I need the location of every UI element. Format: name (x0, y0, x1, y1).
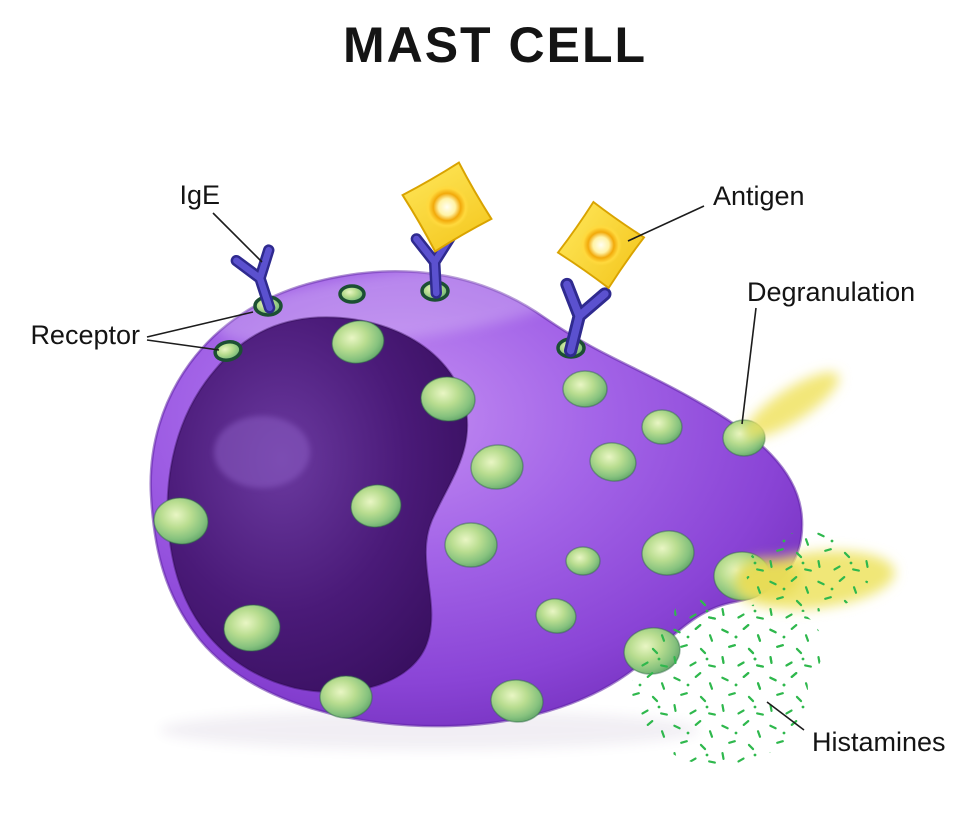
granule (565, 546, 601, 576)
granule (589, 442, 637, 482)
granule (350, 484, 402, 528)
granule (153, 497, 209, 545)
granule (641, 530, 695, 576)
cell-shadow (160, 710, 700, 750)
label-receptor: Receptor (30, 320, 140, 350)
granule (444, 522, 498, 568)
granule (641, 409, 683, 445)
nucleus (166, 316, 469, 693)
diagram-title: MAST CELL (343, 17, 647, 73)
degranulation-leader-line (741, 307, 757, 425)
label-antigen: Antigen (713, 181, 805, 211)
receptor-base-dot (338, 284, 366, 304)
granule (331, 320, 385, 364)
label-ige: IgE (179, 180, 220, 210)
granule (223, 604, 281, 652)
histamines-leader-line (766, 701, 805, 731)
granule (420, 376, 476, 422)
antigen-leader-line (627, 205, 705, 242)
nucleus-highlight (214, 416, 310, 488)
label-histamines: Histamines (812, 727, 946, 757)
receptor-leader-line (146, 311, 254, 338)
histamine-particles (632, 532, 870, 766)
granule (319, 675, 373, 719)
granule (470, 444, 524, 490)
receptor-base-dot (213, 340, 243, 362)
granule (562, 370, 608, 408)
label-degranulation: Degranulation (747, 277, 915, 307)
granule (490, 679, 544, 723)
receptor-leader-line (146, 339, 220, 351)
ige-leader-line (212, 212, 263, 263)
granule (535, 598, 577, 634)
